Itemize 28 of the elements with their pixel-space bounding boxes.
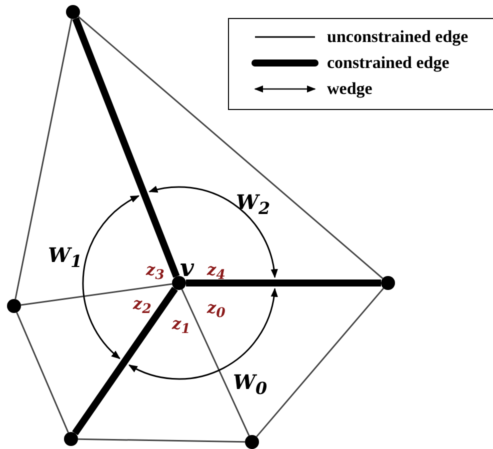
vertex-dot <box>172 276 186 290</box>
thin-edge-line <box>16 312 69 433</box>
vertex-label: v <box>180 256 194 280</box>
vertex-dot <box>245 435 259 449</box>
vertex-dot <box>66 5 80 19</box>
thin-edge-line <box>78 438 246 443</box>
thin-edge-line <box>78 16 384 279</box>
legend-label: constrained edge <box>327 54 450 71</box>
thick-edge-line <box>72 17 180 278</box>
legend-label: unconstrained edge <box>327 28 468 45</box>
vertex-dot <box>64 432 78 446</box>
thin-edge-line <box>256 288 384 438</box>
thin-edge-line <box>14 18 72 300</box>
thin-edge-line <box>20 283 172 306</box>
thin-edge-line <box>181 289 250 436</box>
angle-label: z$_{4}$ <box>207 262 226 283</box>
wedge-label: W$_{0}$ <box>233 372 268 397</box>
wedge-label: W$_{1}$ <box>48 245 82 270</box>
wedge-label: W$_{2}$ <box>236 192 270 217</box>
vertex-dot <box>381 276 395 290</box>
angle-label: z$_{3}$ <box>146 262 164 283</box>
legend-label: wedge <box>327 80 372 97</box>
thick-edge-line <box>186 280 381 286</box>
angle-label: z$_{2}$ <box>133 296 152 317</box>
thick-edge-line <box>72 286 178 436</box>
angle-label: z$_{0}$ <box>207 300 226 321</box>
angle-label: z$_{1}$ <box>172 316 190 337</box>
vertex-dot <box>7 299 21 313</box>
